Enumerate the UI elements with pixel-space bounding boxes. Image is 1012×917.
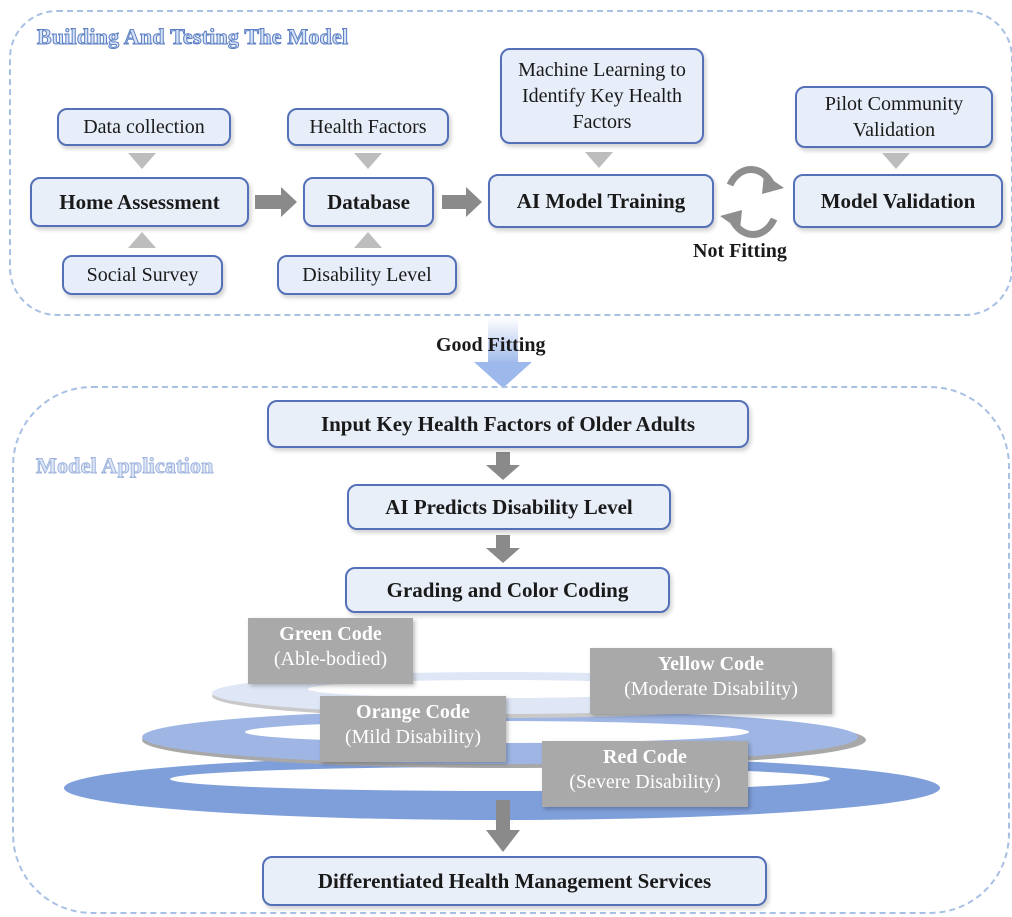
machine-learning-box: Machine Learning to Identify Key Health … xyxy=(500,48,704,144)
green-code-name: Green Code xyxy=(279,623,382,645)
database-box: Database xyxy=(303,177,434,227)
orange-code-desc: (Mild Disability) xyxy=(344,726,482,748)
arrow-predict-to-grading xyxy=(486,535,520,563)
orange-code-name: Orange Code xyxy=(356,701,470,723)
red-code-desc: (Severe Disability) xyxy=(569,771,721,793)
red-code-label: Red Code (Severe Disability) xyxy=(542,741,748,807)
red-code-name: Red Code xyxy=(603,746,687,768)
disability-level-box: Disability Level xyxy=(277,255,457,295)
arrow-database-to-training xyxy=(442,187,482,217)
arrow-disability-to-database xyxy=(354,232,382,248)
good-fitting-label: Good Fitting xyxy=(436,334,546,356)
model-application-title: Model Application xyxy=(36,453,214,479)
grading-color-coding-box: Grading and Color Coding xyxy=(345,567,670,613)
arrow-to-services xyxy=(486,800,520,852)
model-application-panel xyxy=(12,386,1010,914)
arrow-survey-to-home xyxy=(128,232,156,248)
model-validation-box: Model Validation xyxy=(793,174,1003,228)
social-survey-box: Social Survey xyxy=(62,255,223,295)
pilot-validation-box: Pilot Community Validation xyxy=(795,86,993,148)
home-assessment-box: Home Assessment xyxy=(30,177,249,227)
health-factors-box: Health Factors xyxy=(287,108,449,146)
not-fitting-label: Not Fitting xyxy=(693,240,787,262)
green-code-desc: (Able-bodied) xyxy=(273,648,388,670)
building-testing-title: Building And Testing The Model xyxy=(36,24,349,50)
ai-predicts-box: AI Predicts Disability Level xyxy=(347,484,671,530)
green-code-label: Green Code (Able-bodied) xyxy=(248,618,413,684)
yellow-code-label: Yellow Code (Moderate Disability) xyxy=(590,648,832,714)
yellow-code-name: Yellow Code xyxy=(657,653,765,675)
orange-code-label: Orange Code (Mild Disability) xyxy=(320,696,506,762)
arrow-input-to-predict xyxy=(486,452,520,480)
data-collection-box: Data collection xyxy=(57,108,231,146)
arrow-health-to-database xyxy=(354,153,382,169)
arrow-ml-to-training xyxy=(585,152,613,168)
arrow-pilot-to-validation xyxy=(882,153,910,169)
ai-model-training-box: AI Model Training xyxy=(488,174,714,228)
input-key-factors-box: Input Key Health Factors of Older Adults xyxy=(267,400,749,448)
differentiated-services-box: Differentiated Health Management Service… xyxy=(262,856,767,906)
arrow-home-to-database xyxy=(255,187,297,217)
good-fitting-arrow xyxy=(474,317,532,388)
arrow-data-to-home xyxy=(128,153,156,169)
yellow-code-desc: (Moderate Disability) xyxy=(624,678,798,700)
